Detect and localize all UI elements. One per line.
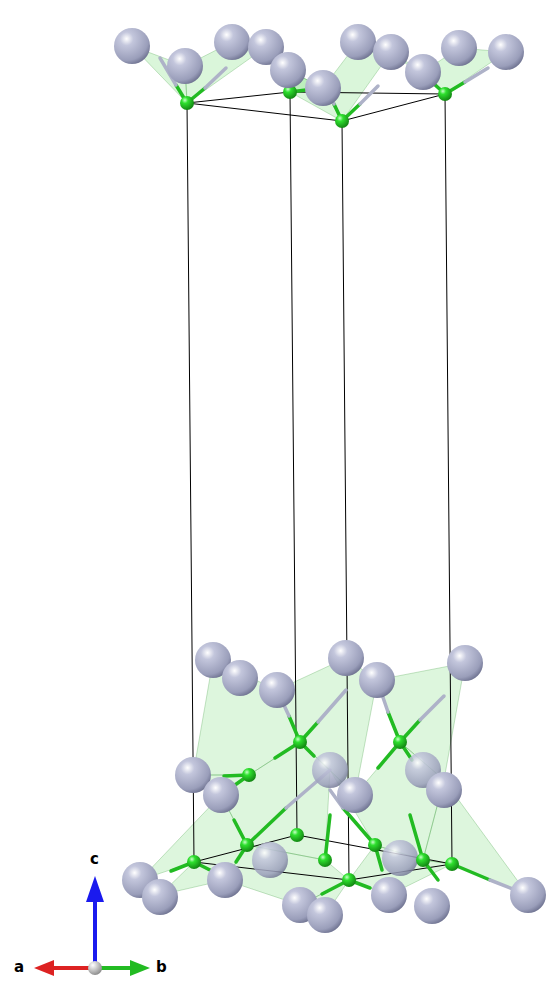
axis-label: c (90, 852, 99, 867)
bond (160, 58, 528, 895)
axis-triad (34, 876, 150, 976)
atom (122, 640, 546, 933)
unit-cell (187, 92, 452, 880)
atom (114, 24, 524, 128)
axis-label: a (14, 960, 24, 975)
axis-label: b (156, 960, 167, 975)
polyhedron (140, 658, 528, 915)
